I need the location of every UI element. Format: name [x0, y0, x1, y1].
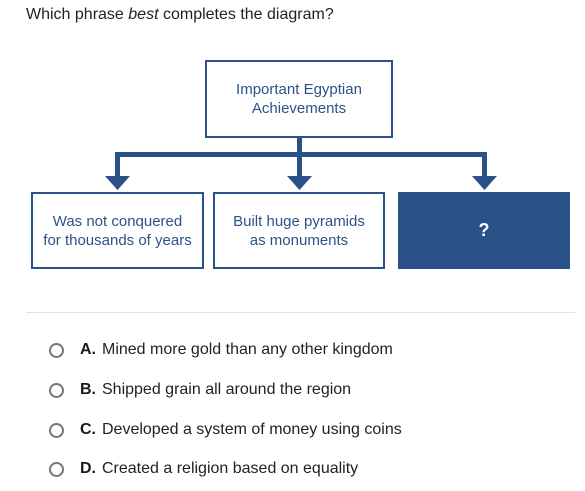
diagram-box-1: Was not conquered for thousands of years — [31, 192, 204, 269]
section-divider — [26, 312, 575, 313]
top-box-line2: Achievements — [251, 100, 347, 117]
connector-drop-2 — [297, 152, 302, 178]
answer-choice-b[interactable]: B. Shipped grain all around the region — [49, 379, 351, 401]
question-prompt: Which phrase best completes the diagram? — [26, 6, 334, 24]
answer-choice-a[interactable]: A. Mined more gold than any other kingdo… — [49, 339, 393, 361]
answer-choice-c[interactable]: C. Developed a system of money using coi… — [49, 419, 402, 441]
choice-b-text[interactable]: Shipped grain all around the region — [102, 381, 352, 398]
radio-button-a[interactable] — [49, 342, 64, 358]
choice-b-letter: B. — [80, 381, 96, 398]
choice-a-text[interactable]: Mined more gold than any other kingdom — [102, 341, 393, 358]
question-emphasis: best — [128, 6, 159, 23]
arrowhead-2 — [287, 176, 312, 190]
answer-choice-d[interactable]: D. Created a religion based on equality — [49, 458, 358, 480]
box-2-line1: Built huge pyramids — [233, 212, 365, 230]
diagram-box-2: Built huge pyramids as monuments — [213, 192, 385, 269]
radio-button-b[interactable] — [49, 382, 64, 398]
diagram-box-missing: ? — [398, 192, 570, 269]
box-2-line2: as monuments — [249, 231, 349, 249]
choice-c-text[interactable]: Developed a system of money using coins — [102, 421, 402, 438]
arrowhead-1 — [105, 176, 130, 190]
box-1-line2: for thousands of years — [43, 231, 192, 249]
top-box-line1: Important Egyptian — [236, 81, 362, 98]
choice-c-letter: C. — [80, 421, 96, 438]
connector-drop-3 — [482, 152, 487, 178]
choice-a-letter: A. — [80, 341, 96, 358]
question-prefix: Which phrase — [26, 6, 129, 23]
radio-button-c[interactable] — [49, 422, 64, 438]
missing-box-mark: ? — [478, 220, 490, 240]
box-1-line1: Was not conquered — [52, 212, 183, 230]
arrowhead-3 — [472, 176, 497, 190]
radio-button-d[interactable] — [49, 461, 64, 477]
choice-d-text[interactable]: Created a religion based on equality — [102, 460, 359, 477]
choice-d-letter: D. — [80, 460, 96, 477]
connector-drop-1 — [115, 152, 120, 178]
diagram-top-box: Important Egyptian Achievements — [205, 60, 393, 138]
question-suffix: completes the diagram? — [158, 6, 334, 23]
connector-stem — [297, 138, 302, 154]
